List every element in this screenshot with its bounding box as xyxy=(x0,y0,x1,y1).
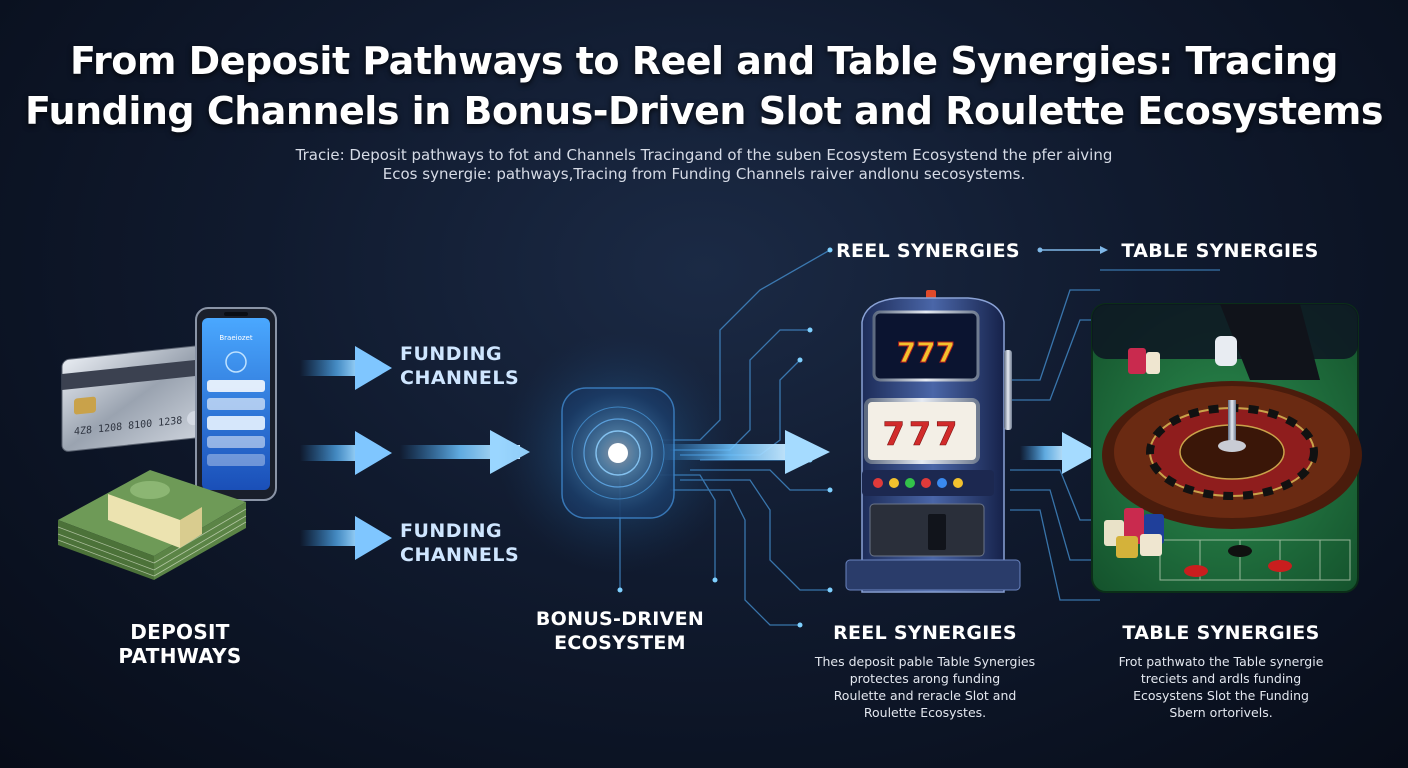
reel-bottom-description: Thes deposit pable Table Synergies prote… xyxy=(800,653,1050,721)
bonus-hub xyxy=(498,333,738,573)
node-deposit-pathways: DEPOSIT PATHWAYS xyxy=(90,620,270,668)
bonus-label-line-2: ECOSYSTEM xyxy=(554,632,686,654)
slot-machine-image: 777 777 xyxy=(845,290,1021,593)
node-table-synergies-top: TABLE SYNERGIES xyxy=(1121,240,1319,262)
slot-reels-777: 777 xyxy=(883,415,962,453)
phone-app-title: Braeiozet xyxy=(219,334,252,342)
node-funding-channels-top: FUNDING CHANNELS xyxy=(400,342,550,390)
table-desc-line-3: Ecosystens Slot the Funding xyxy=(1133,688,1309,703)
table-desc-line-2: treciets and ardls funding xyxy=(1140,671,1302,686)
table-bottom-description: Frot pathwato the Table synergie treciet… xyxy=(1096,653,1346,721)
table-desc-line-4: Sbern ortorivels. xyxy=(1169,705,1273,720)
beam-to-table xyxy=(1020,432,1100,474)
header-connector xyxy=(1037,246,1108,254)
page-title-line-1: From Deposit Pathways to Reel and Table … xyxy=(69,39,1339,83)
cash-stack-image xyxy=(57,470,247,580)
node-table-synergies-bottom: TABLE SYNERGIES Frot pathwato the Table … xyxy=(1096,621,1346,721)
node-funding-channels-bottom: FUNDING CHANNELS xyxy=(400,519,550,567)
funding-top-line-1: FUNDING xyxy=(400,343,503,365)
page-title: From Deposit Pathways to Reel and Table … xyxy=(0,36,1408,136)
subtitle-line-1: Tracie: Deposit pathways to fot and Chan… xyxy=(295,146,1113,164)
reel-desc-line-4: Roulette Ecosystes. xyxy=(863,705,987,720)
node-reel-synergies-bottom: REEL SYNERGIES Thes deposit pable Table … xyxy=(800,621,1050,721)
circuit-lines-right xyxy=(1010,269,1220,601)
beam-to-slot xyxy=(660,430,830,474)
funding-arrow-middle xyxy=(300,431,392,475)
reel-bottom-label: REEL SYNERGIES xyxy=(833,622,1017,644)
node-bonus-driven-ecosystem: BONUS-DRIVEN ECOSYSTEM xyxy=(520,607,720,655)
funding-arrow-bottom xyxy=(300,516,392,560)
bonus-label-line-1: BONUS-DRIVEN xyxy=(535,608,705,630)
node-reel-synergies-top: REEL SYNERGIES xyxy=(836,240,1020,262)
credit-card-image: 4Z8 1208 8100 1238 xyxy=(61,344,213,452)
deposit-label-line-1: DEPOSIT xyxy=(130,620,230,644)
funding-bottom-line-1: FUNDING xyxy=(400,520,503,542)
chip-stacks xyxy=(1104,348,1164,558)
reel-desc-line-3: Roulette and reracle Slot and xyxy=(833,688,1017,703)
funding-top-line-2: CHANNELS xyxy=(400,367,520,389)
smartphone-image: Braeiozet xyxy=(195,307,277,501)
roulette-table-image xyxy=(1091,303,1362,593)
funding-bottom-line-2: CHANNELS xyxy=(400,544,520,566)
deposit-label-line-2: PATHWAYS xyxy=(118,644,242,668)
subtitle-line-2: Ecos synergie: pathways,Tracing from Fun… xyxy=(382,165,1026,183)
table-desc-line-1: Frot pathwato the Table synergie xyxy=(1118,654,1324,669)
page-subtitle: Tracie: Deposit pathways to fot and Chan… xyxy=(254,146,1154,184)
reel-desc-line-1: Thes deposit pable Table Synergies xyxy=(814,654,1036,669)
funding-arrow-top xyxy=(300,346,392,390)
table-bottom-label: TABLE SYNERGIES xyxy=(1122,622,1320,644)
reel-desc-line-2: protectes arong funding xyxy=(849,671,1001,686)
page-title-line-2: Funding Channels in Bonus-Driven Slot an… xyxy=(24,89,1384,133)
slot-sign-777: 777 xyxy=(897,336,955,369)
